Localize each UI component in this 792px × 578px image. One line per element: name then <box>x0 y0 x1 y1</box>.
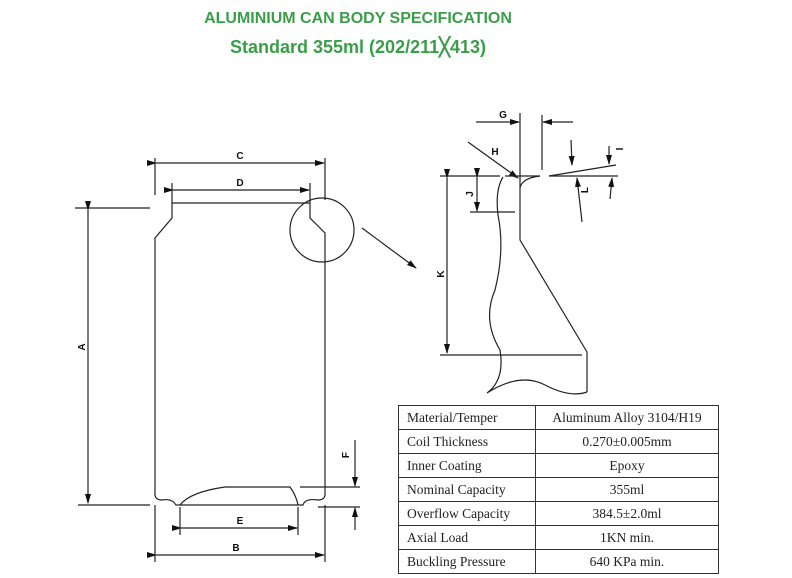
can-dome <box>179 486 299 506</box>
dim-arrow-l-1 <box>575 177 583 223</box>
spec-value: 384.5±2.0ml <box>535 501 719 526</box>
label-f: F <box>341 452 352 458</box>
label-e: E <box>237 516 244 527</box>
spec-value: Epoxy <box>535 453 719 478</box>
detail-wall-break <box>486 176 588 395</box>
spec-value: Aluminum Alloy 3104/H19 <box>535 405 719 430</box>
detail-arrow <box>361 227 417 269</box>
dim-line-h <box>467 141 519 179</box>
spec-property: Coil Thickness <box>398 429 536 454</box>
spec-property: Nominal Capacity <box>398 477 536 502</box>
spec-property: Inner Coating <box>398 453 536 478</box>
spec-property: Buckling Pressure <box>398 549 536 574</box>
spec-value: 355ml <box>535 477 719 502</box>
label-c: C <box>236 151 243 162</box>
label-l: L <box>580 187 591 193</box>
spec-value: 640 KPa min. <box>535 549 719 574</box>
label-h: H <box>491 147 498 158</box>
label-b: B <box>232 543 239 554</box>
spec-value: 0.270±0.005mm <box>535 429 719 454</box>
detail-circle <box>289 197 355 263</box>
label-k: K <box>436 270 447 278</box>
can-body-outline <box>154 202 326 506</box>
spec-subtitle: Standard 355ml (202/211╳413) <box>230 37 486 57</box>
spec-property: Overflow Capacity <box>398 501 536 526</box>
spec-property: Material/Temper <box>398 405 536 430</box>
label-g: G <box>499 110 507 121</box>
spec-value: 1KN min. <box>535 525 719 550</box>
dim-arrow-l-2 <box>608 177 615 200</box>
label-a: A <box>77 343 88 350</box>
spec-title: ALUMINIUM CAN BODY SPECIFICATION <box>204 10 512 27</box>
dim-arrow-i-1 <box>568 139 575 166</box>
spec-property: Axial Load <box>398 525 536 550</box>
label-d: D <box>236 178 243 189</box>
label-i: I <box>615 147 626 150</box>
detail-flange <box>519 175 588 392</box>
label-j: J <box>465 191 476 197</box>
